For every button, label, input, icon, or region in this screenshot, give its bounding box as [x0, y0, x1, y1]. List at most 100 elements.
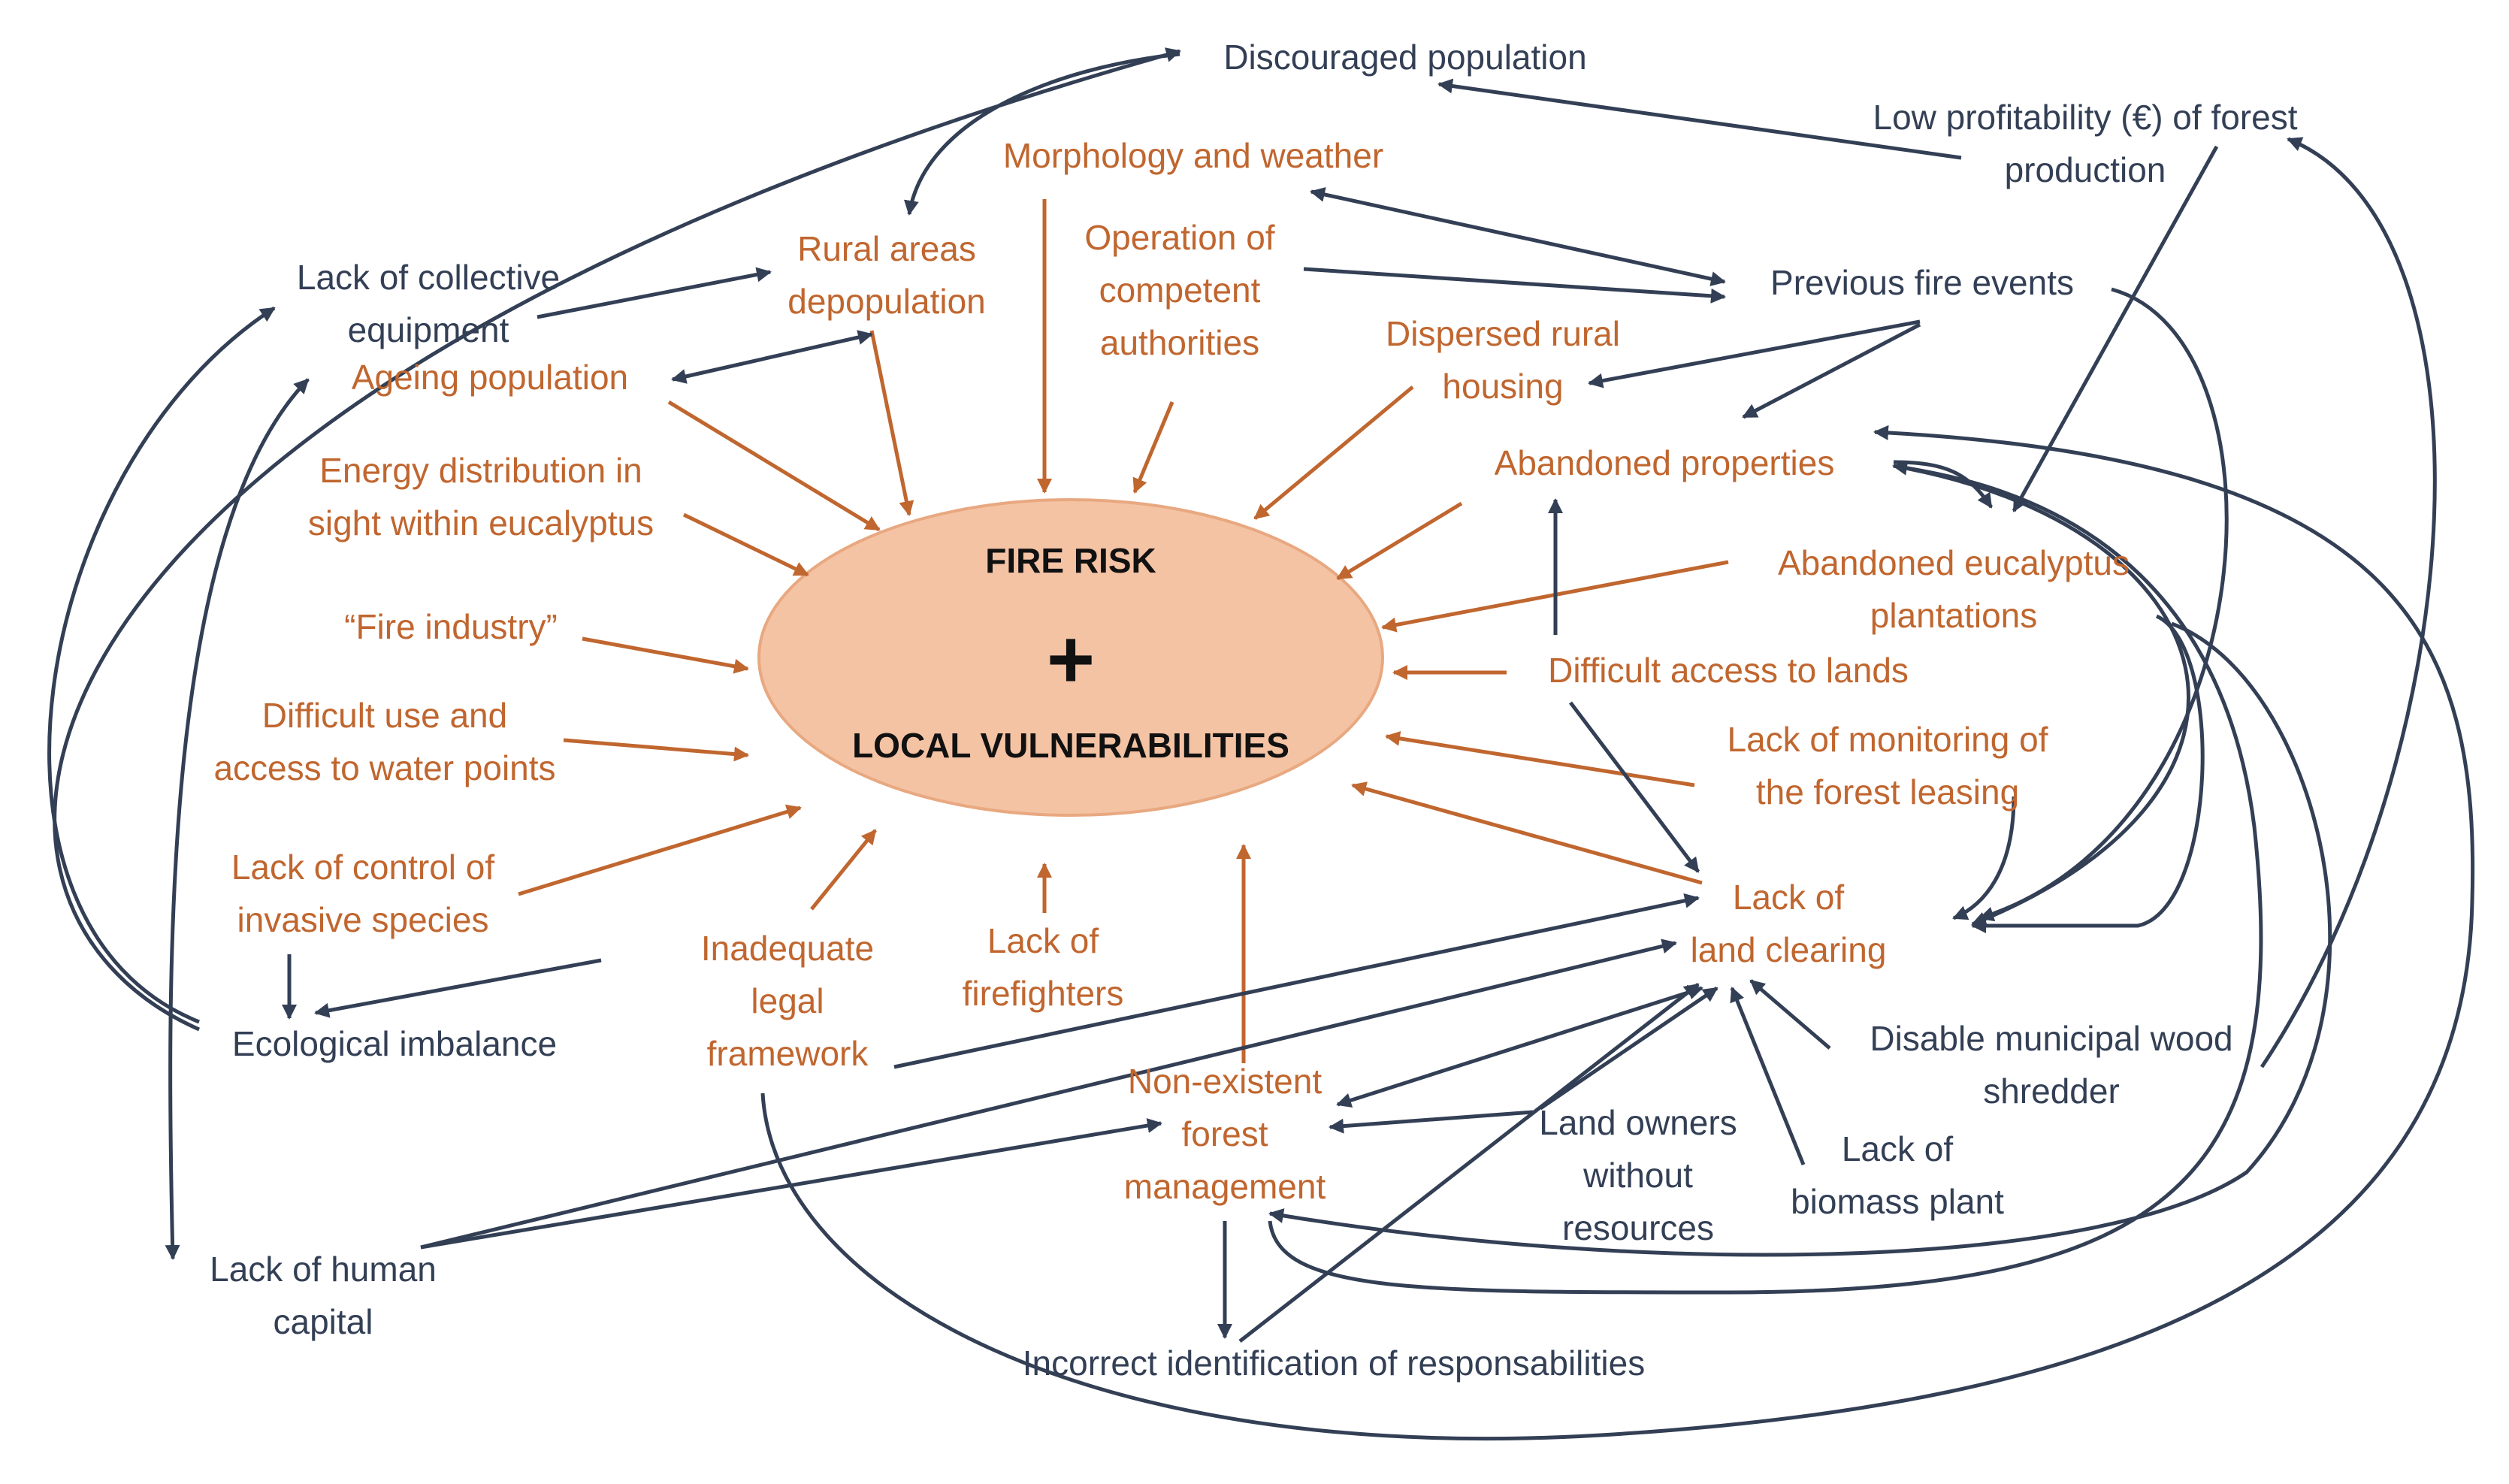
dark-arrows: [47, 47, 2475, 1441]
node-line: Ecological imbalance: [232, 1024, 557, 1063]
node-rural-depopulation: Rural areas depopulation: [787, 229, 985, 321]
node-line: Lack of control of: [231, 848, 495, 887]
node-line: housing: [1442, 367, 1563, 406]
node-incorrect-identification: Incorrect identification of responsabili…: [1023, 1343, 1645, 1383]
node-line: biomass plant: [1791, 1182, 2004, 1221]
arrow-management-loop: [1268, 460, 2263, 1295]
node-line: Dispersed rural: [1386, 314, 1620, 353]
node-energy-distribution: Energy distribution in sight within eucal…: [308, 451, 654, 543]
node-line: equipment: [348, 310, 509, 349]
center-ellipse: [757, 498, 1384, 817]
node-line: Ageing population: [352, 358, 628, 397]
arrow-invasive-center: [518, 804, 802, 896]
arrow-water-center: [563, 738, 749, 762]
arrow-ecological-ecological: [314, 958, 602, 1018]
node-lack-firefighters: Lack of firefighters: [963, 921, 1124, 1013]
node-line: Lack of: [1842, 1129, 1954, 1168]
arrow-incorrect-clearing: [1238, 983, 1700, 1343]
node-line: Lack of monitoring of: [1727, 720, 2048, 759]
node-line: forest: [1181, 1114, 1268, 1153]
node-morphology-weather: Morphology and weather: [1003, 136, 1383, 175]
node-line: Low profitability (€) of forest: [1873, 98, 2297, 137]
arrow-fire-clearing: [1978, 287, 2229, 922]
arrow-owners-management: [1329, 1110, 1534, 1134]
node-lack-biomass: Lack of biomass plant: [1791, 1129, 2004, 1221]
node-line: without: [1582, 1156, 1693, 1195]
node-line: Morphology and weather: [1003, 136, 1383, 175]
arrow-eucalyptus-management: [1268, 621, 2332, 1257]
node-non-existent-management: Non-existent forest management: [1124, 1062, 1326, 1206]
node-line: production: [2005, 150, 2166, 189]
arrow-discouraged-rural: [903, 52, 1180, 216]
arrow-eucalyptus-clearing: [1971, 614, 2205, 933]
node-difficult-water: Difficult use and access to water points: [213, 696, 555, 787]
arrow-loop-profitability: [2260, 137, 2437, 1068]
node-difficult-access-lands: Difficult access to lands: [1548, 651, 1909, 690]
node-ecological-imbalance: Ecological imbalance: [232, 1024, 557, 1063]
arrow-profitability-discouraged: [1437, 78, 1962, 160]
arrow-fire-industry-center: [582, 636, 749, 674]
arrow-monitoring-center: [1385, 730, 1695, 787]
arrow-clearing-center: [1351, 781, 1703, 885]
arrow-ageing-rural: [671, 330, 873, 384]
node-abandoned-properties: Abandoned properties: [1495, 443, 1835, 482]
arrow-housing-center: [1253, 385, 1414, 520]
arrow-legal-loop: [760, 425, 2475, 1441]
node-line: Lack of collective: [297, 258, 560, 297]
center-subtitle: LOCAL VULNERABILITIES: [852, 726, 1289, 765]
node-line: invasive species: [237, 900, 489, 939]
arrow-ageing-center: [667, 400, 881, 532]
arrow-human-ageing: [165, 378, 310, 1260]
node-disable-shredder: Disable municipal wood shredder: [1870, 1019, 2232, 1111]
arrow-management-clearing: [1336, 984, 1703, 1108]
node-previous-fire-events: Previous fire events: [1770, 263, 2074, 302]
node-line: Non-existent: [1128, 1062, 1322, 1101]
arrow-fire-abandoned: [1742, 322, 1921, 419]
node-line: access to water points: [213, 748, 555, 787]
arrow-authorities-center: [1132, 401, 1174, 494]
node-lack-collective-equipment: Lack of collective equipment: [297, 258, 560, 349]
node-line: land clearing: [1691, 930, 1887, 969]
node-line: management: [1124, 1167, 1326, 1206]
node-line: Discouraged population: [1223, 38, 1586, 77]
arrow-energy-center: [682, 512, 809, 577]
node-lack-invasive-control: Lack of control of invasive species: [231, 848, 495, 939]
node-line: sight within eucalyptus: [308, 503, 654, 543]
node-line: Energy distribution in: [319, 451, 642, 490]
node-line: plantations: [1870, 596, 2038, 635]
node-line: Abandoned properties: [1495, 443, 1835, 482]
node-line: Incorrect identification of responsabili…: [1023, 1343, 1645, 1383]
arrow-legal-center: [810, 829, 877, 911]
node-line: Land owners: [1539, 1103, 1737, 1142]
node-line: firefighters: [963, 974, 1124, 1013]
node-line: resources: [1562, 1208, 1714, 1247]
arrow-abandoned-split: [1893, 460, 1994, 509]
node-dispersed-rural-housing: Dispersed rural housing: [1386, 314, 1620, 406]
arrow-ecological-discouraged: [53, 47, 1181, 1032]
arrow-abandoned-clearing: [1893, 464, 2190, 926]
orange-arrows: [518, 199, 1729, 1063]
arrow-legal-clearing: [893, 893, 1700, 1069]
node-line: legal: [751, 981, 824, 1020]
node-line: Disable municipal wood: [1870, 1019, 2232, 1058]
node-ageing-population: Ageing population: [352, 358, 628, 397]
node-line: Previous fire events: [1770, 263, 2074, 302]
node-line: Lack of: [987, 921, 1099, 960]
node-line: Rural areas: [797, 229, 976, 268]
node-line: shredder: [1983, 1071, 2120, 1111]
node-fire-industry: “Fire industry”: [344, 607, 558, 646]
arrow-abandoned-props-center: [1336, 501, 1463, 581]
center-title: FIRE RISK: [985, 541, 1156, 580]
node-line: Inadequate: [701, 929, 874, 968]
node-line: Difficult use and: [262, 696, 507, 735]
node-discouraged-population: Discouraged population: [1223, 38, 1586, 77]
arrow-authorities-fire: [1303, 267, 1726, 304]
node-line: depopulation: [787, 282, 985, 321]
